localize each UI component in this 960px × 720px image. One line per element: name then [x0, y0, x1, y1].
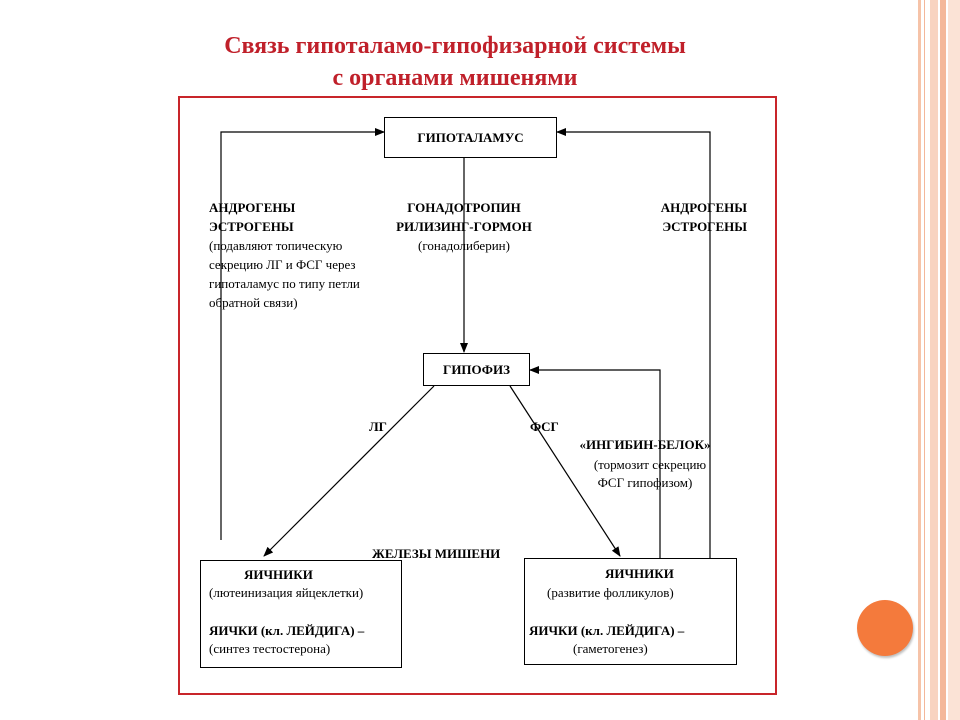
pituitary-box: ГИПОФИЗ	[423, 353, 530, 386]
right-feedback-arrow	[556, 128, 711, 558]
side-stripe-3	[930, 0, 938, 720]
left-feedback-note-1: (подавляют топическую	[209, 238, 343, 253]
gnrh-label-line3: (гонадолиберин)	[418, 238, 510, 253]
left-ovaries-note: (лютеинизация яйцеклетки)	[209, 585, 364, 600]
inhibin-arrow	[529, 366, 661, 558]
left-target-box: ЯИЧНИКИ (лютеинизация яйцеклетки) ЯИЧКИ …	[200, 560, 402, 668]
left-testes-note: (синтез тестостерона)	[209, 641, 331, 656]
right-ovaries-label: ЯИЧНИКИ	[605, 566, 674, 581]
inhibin-label-line2: (тормозит секрецию	[593, 457, 707, 472]
slide-title-line1: Связь гипоталамо-гипофизарной системы	[224, 33, 686, 59]
lh-label: ЛГ	[369, 419, 387, 434]
inhibin-label-line3: ФСГ гипофизом)	[597, 475, 693, 490]
right-feedback-androgens: АНДРОГЕНЫ	[660, 200, 747, 215]
fsh-arrow	[509, 385, 621, 557]
inhibin-label-line1: «ИНГИБИН-БЕЛОК»	[579, 437, 711, 452]
accent-circle	[857, 600, 913, 656]
right-feedback-estrogens: ЭСТРОГЕНЫ	[662, 219, 747, 234]
right-testes-label: ЯИЧКИ (кл. ЛЕЙДИГА) –	[529, 623, 685, 638]
right-target-box: ЯИЧНИКИ (развитие фолликулов) ЯИЧКИ (кл.…	[524, 558, 737, 665]
left-ovaries-label: ЯИЧНИКИ	[244, 567, 313, 582]
left-feedback-note-2: секрецию ЛГ и ФСГ через	[209, 257, 356, 272]
left-feedback-note-4: обратной связи)	[209, 295, 298, 310]
left-testes-label: ЯИЧКИ (кл. ЛЕЙДИГА) –	[209, 623, 365, 638]
right-testes-note: (гаметогенез)	[573, 641, 648, 656]
left-feedback-note-3: гипоталамус по типу петли	[209, 276, 360, 291]
left-feedback-arrow	[220, 128, 385, 540]
hypothalamus-box: ГИПОТАЛАМУС	[384, 117, 557, 158]
lh-arrow	[263, 385, 435, 557]
target-glands-label: ЖЕЛЕЗЫ МИШЕНИ	[372, 546, 501, 561]
side-stripe-2	[924, 0, 925, 720]
fsh-label: ФСГ	[530, 419, 559, 434]
left-feedback-androgens: АНДРОГЕНЫ	[209, 200, 296, 215]
slide-title-line2: с органами мишенями	[332, 65, 578, 91]
side-stripe-4	[940, 0, 946, 720]
gnrh-label-line1: ГОНАДОТРОПИН	[407, 200, 521, 215]
gnrh-label-line2: РИЛИЗИНГ-ГОРМОН	[396, 219, 532, 234]
pituitary-label: ГИПОФИЗ	[443, 362, 510, 377]
left-feedback-estrogens: ЭСТРОГЕНЫ	[209, 219, 294, 234]
hypothalamus-label: ГИПОТАЛАМУС	[417, 130, 524, 145]
side-stripe-1	[918, 0, 921, 720]
diagram-frame	[178, 96, 777, 695]
right-ovaries-note: (развитие фолликулов)	[547, 585, 674, 600]
side-stripe-5	[948, 0, 960, 720]
